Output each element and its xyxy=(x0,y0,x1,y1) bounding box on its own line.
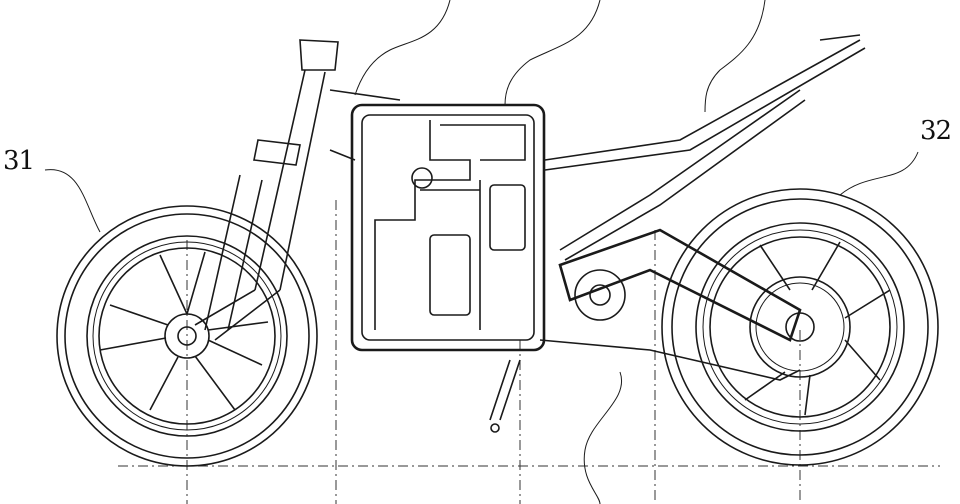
center-lines xyxy=(118,200,940,504)
leader-lines xyxy=(44,0,919,504)
rear-wheel xyxy=(661,188,939,466)
swingarm xyxy=(489,228,802,433)
front-fork xyxy=(194,39,339,341)
battery-pack xyxy=(350,103,546,352)
rear-frame xyxy=(329,34,866,261)
reference-label-32: 32 xyxy=(920,116,952,146)
reference-label-31: 31 xyxy=(3,146,35,176)
front-wheel xyxy=(56,205,318,467)
